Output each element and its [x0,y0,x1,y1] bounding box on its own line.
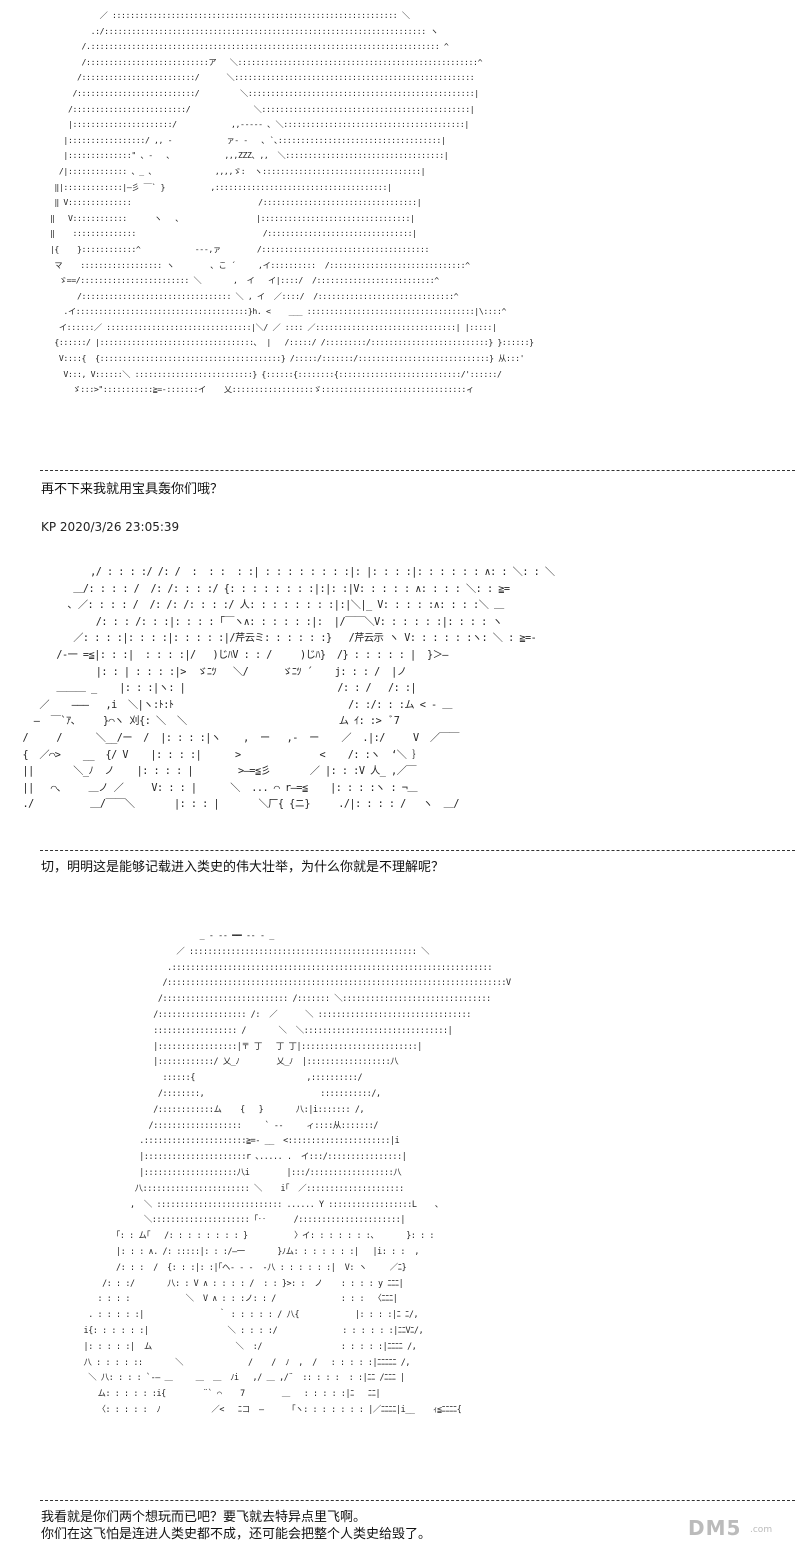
site-watermark-logo: DM5 .com [688,1516,784,1540]
dialog-line-2: 切，明明这是能够记载进入类史的伟大壮举，为什么你就是不理解呢？ [41,860,445,875]
dashed-separator-1 [40,470,795,471]
watermark-sub: .com [750,1525,773,1535]
ascii-art-panel-3: _ - ‐‐ ━━ ‐‐ - _ ／ :::::::::::::::::::::… [83,930,511,1414]
ascii-art-panel-1: ／ ::::::::::::::::::::::::::::::::::::::… [49,10,534,395]
ascii-art-panel-2: ,/ : : : :/ /: / : : : : :| : : : : : : … [22,567,556,811]
dialog-line-4: 你们在这飞怕是连进人类史都不成，还可能会把整个人类史给毁了。 [41,1527,432,1542]
post-meta-timestamp: KP 2020/3/26 23:05:39 [41,520,180,534]
dialog-line-1: 再不下来我就用宝具轰你们哦？ [41,482,224,497]
watermark-text: DM5 [688,1516,742,1540]
dashed-separator-2 [40,850,795,851]
dialog-line-3: 我看就是你们两个想玩而已吧？要飞就去特异点里飞啊。 [41,1510,367,1525]
dashed-separator-3 [40,1500,795,1501]
